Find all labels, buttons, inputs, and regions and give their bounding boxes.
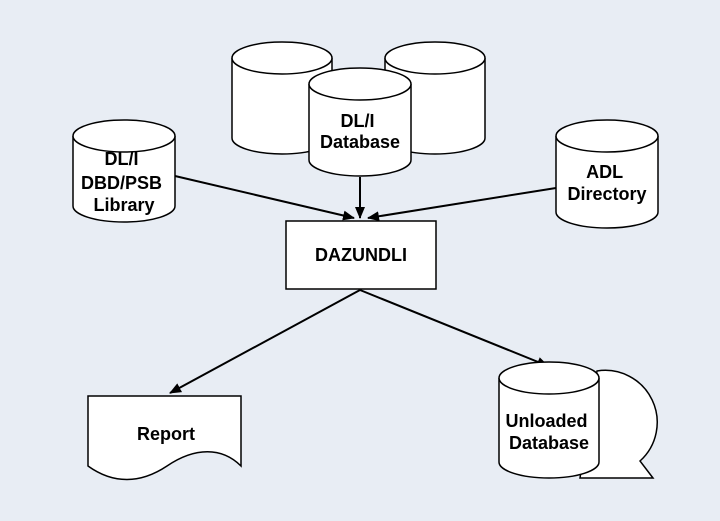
dazundli-process-box [285,220,437,290]
dbd-library-label: DL/I DBD/PSB Library [81,149,167,215]
adl-directory-label: ADL Directory [567,162,646,204]
dazundli-label: DAZUNDLI [315,245,407,265]
dli-database-cylinders [231,41,486,177]
unloaded-database-label: Unloaded Database [505,411,592,453]
dbd-library-cylinder [72,119,176,223]
arrow-dbd-library-to-dazundli [174,175,355,221]
unloaded-database-cylinder [498,361,600,479]
arrow-dazundli-to-report [169,289,361,394]
dli-database-label: DL/I Database [320,111,400,152]
adl-directory-cylinder [555,119,659,229]
report-document-shape [87,395,242,481]
unloaded-database-shape [498,361,658,479]
arrow-adl-directory-to-dazundli [367,187,557,222]
report-label: Report [137,424,195,444]
database-cylinder-back-left [231,41,333,155]
arrow-dazundli-to-unloaded [359,289,549,367]
connector-arrows [169,175,557,394]
database-cylinder-front [308,67,412,177]
